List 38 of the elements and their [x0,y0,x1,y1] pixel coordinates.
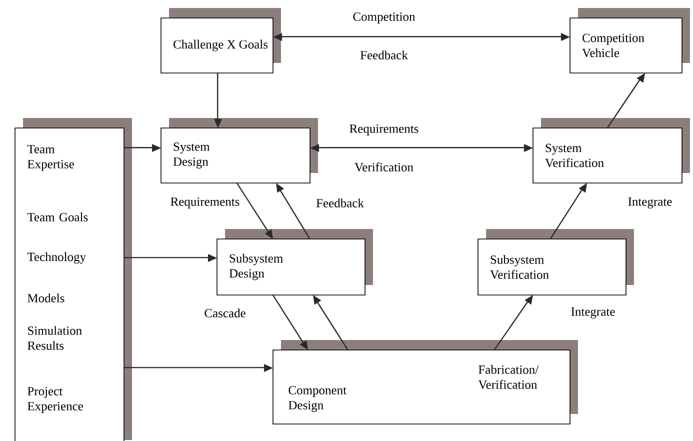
edge-label: Integrate [626,196,674,210]
design-box: System Design [160,118,318,184]
box-text: Team Goals [27,212,88,222]
box-text: Models [28,294,64,302]
box-text: Simulation Results [28,326,82,350]
design-box: Subsystem Design [216,229,373,296]
box-text: Team Expertise [27,145,74,171]
arrow [494,295,533,350]
arrow [310,144,533,152]
arrow [550,183,587,239]
box-text: Component Design [288,386,346,412]
edge-label: Requirements [348,124,420,136]
text-label: Verification [354,162,414,172]
arrow [124,364,273,372]
text-label: Feedback [360,50,408,60]
box-text: Fabrication/ Verification [478,365,539,389]
goal-box: Challenge X Goals [160,8,281,74]
arrow [236,182,273,239]
arrow [313,295,348,350]
edge-label: Feedback [315,198,365,208]
box-text: Technology [27,252,86,264]
component-box [272,340,578,424]
arrow [214,72,222,128]
arrow [276,183,310,239]
arrow [124,144,161,152]
edge-label: Integrate [570,306,616,320]
verification-box: System Verification [532,118,690,184]
edge-label: Competition [352,12,416,24]
arrow [273,33,570,41]
arrow [272,294,308,350]
verification-box: Subsystem Verification [478,229,634,296]
arrow [607,73,645,128]
input-list-box [14,118,132,441]
vehicle-box: Competition Vehicle [570,8,690,74]
edge-label: Requirements [169,196,241,210]
edge-label: Cascade [203,308,247,318]
arrow [124,254,217,262]
box-text: Project Experience [28,387,83,413]
